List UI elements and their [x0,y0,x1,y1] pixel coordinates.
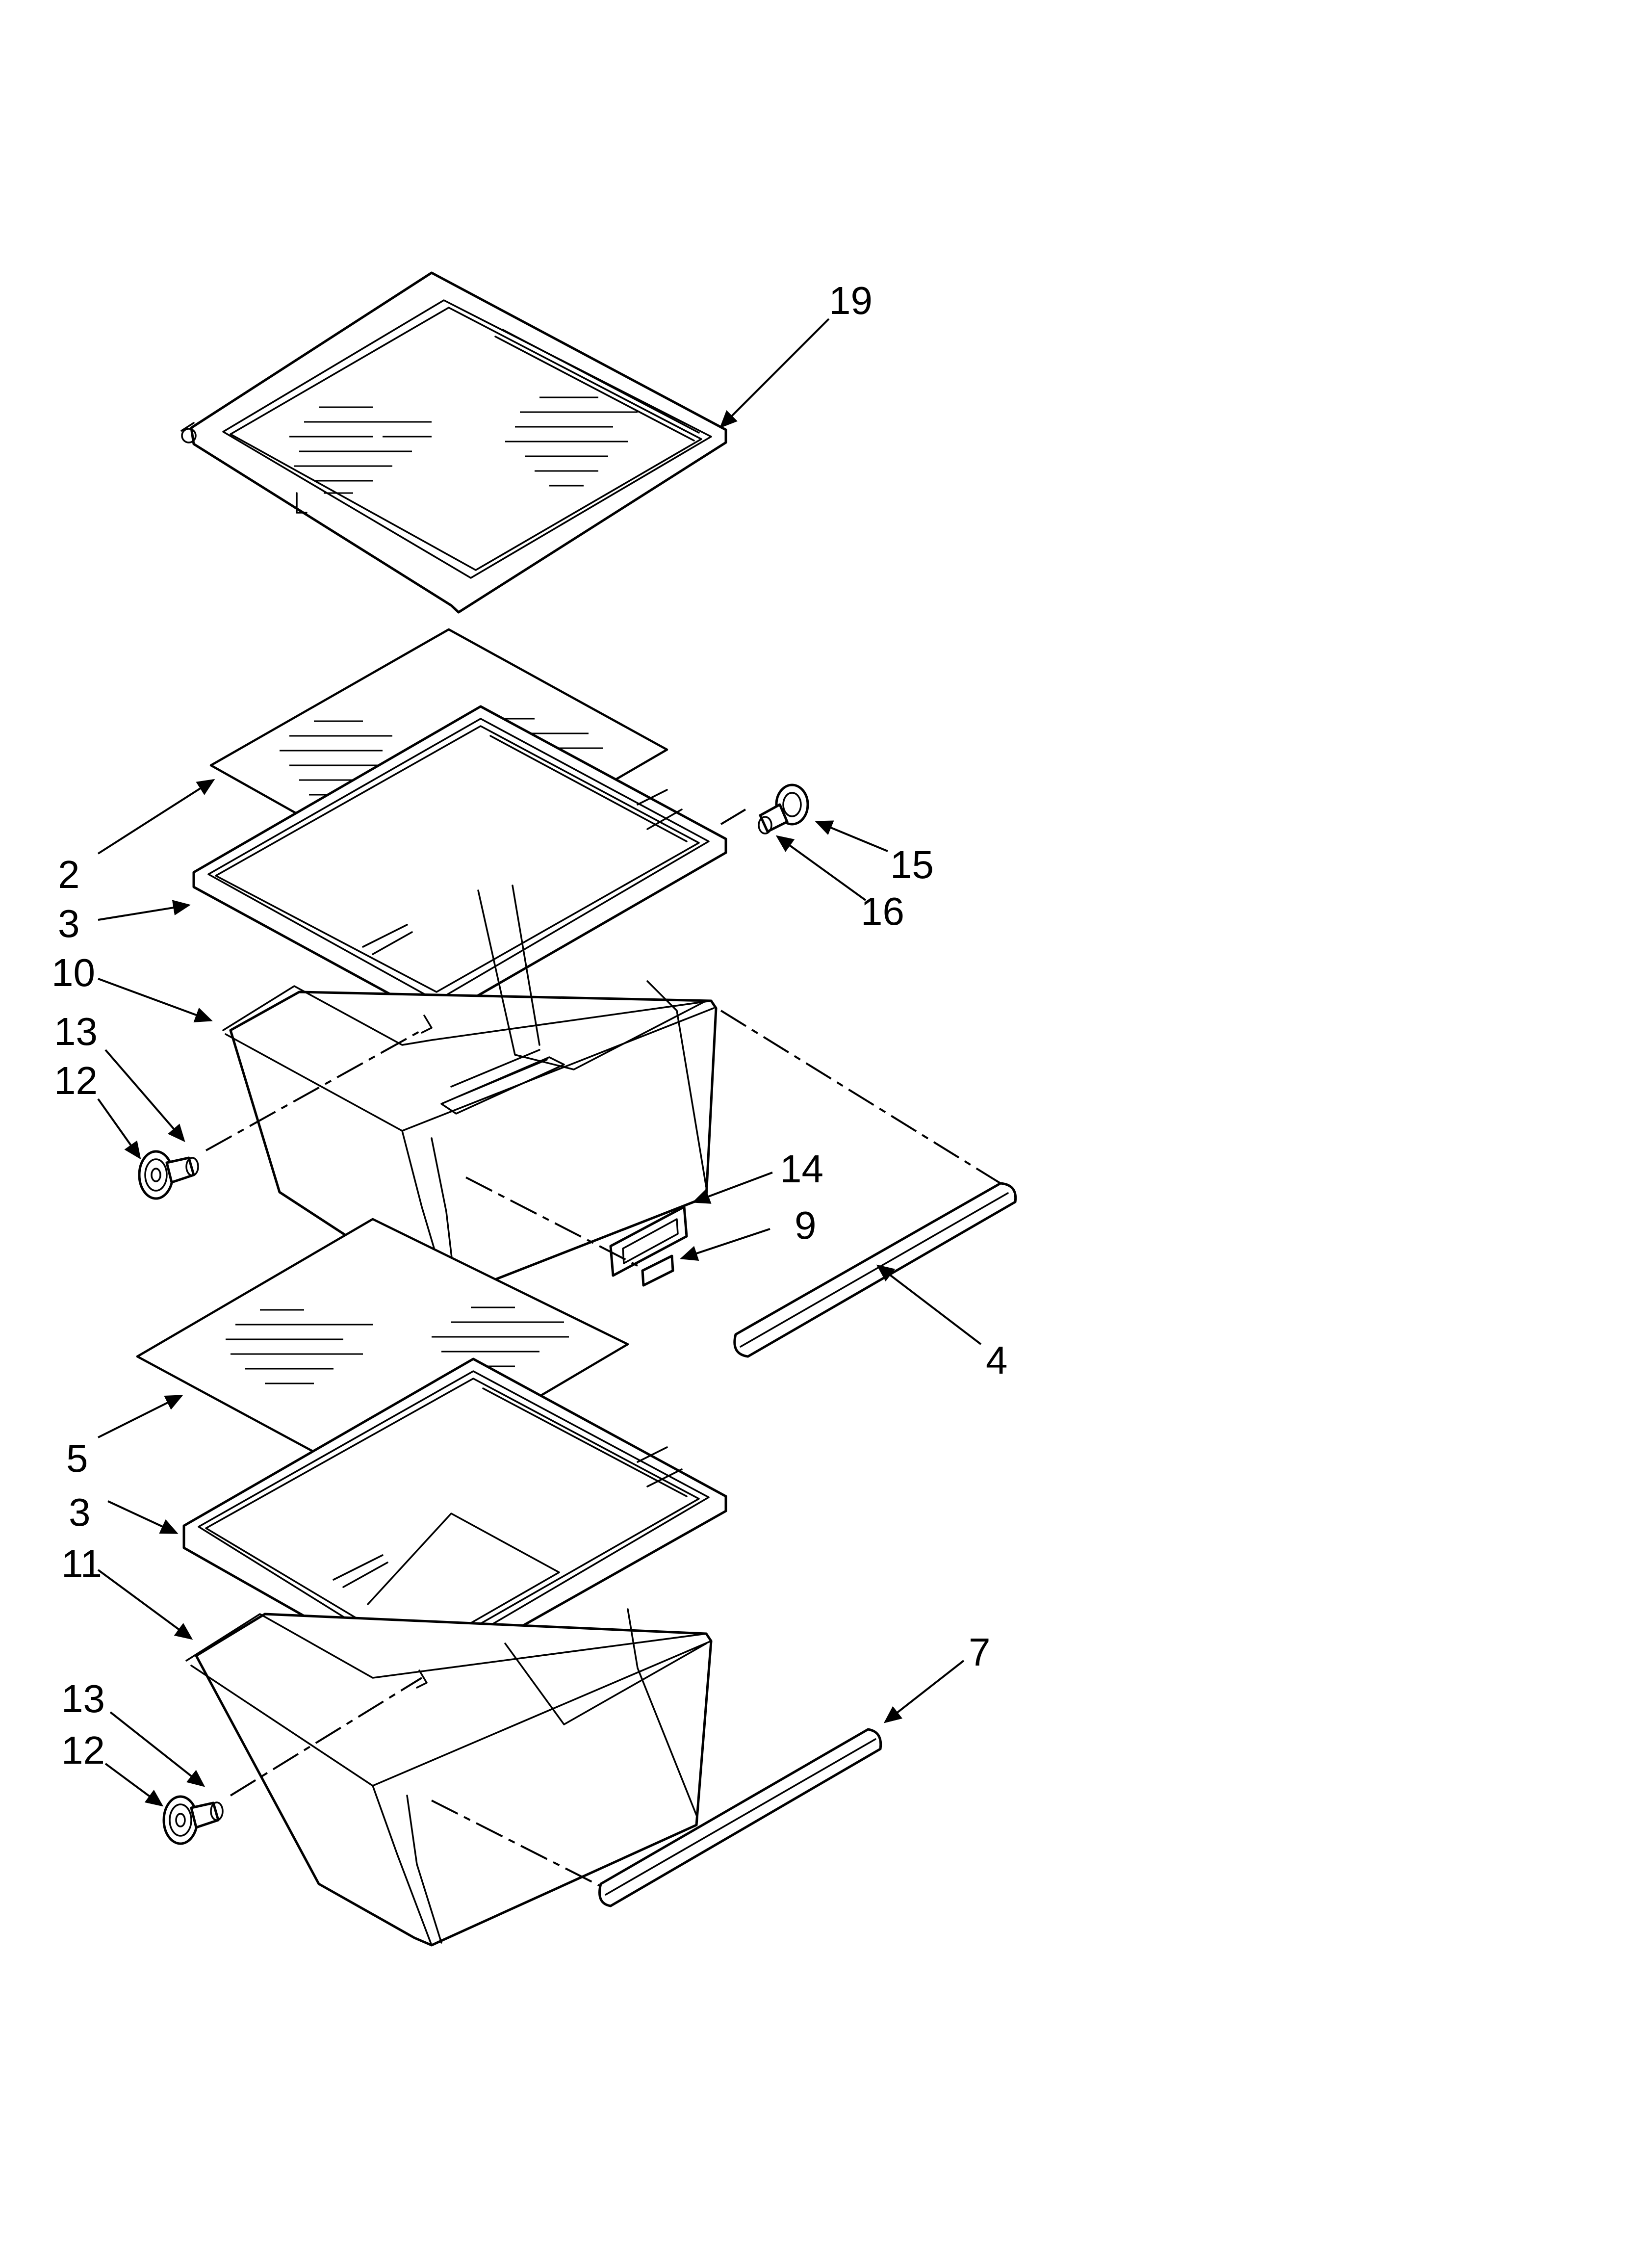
callout-14: 14 [780,1147,823,1191]
glass-texture-marks-5a [226,1309,373,1384]
callout-13-lower: 13 [61,1677,105,1721]
leader-lines [97,318,982,1807]
callout-12-lower: 12 [61,1728,105,1772]
side-roller-axle [758,803,789,834]
callout-15: 15 [890,843,934,886]
upper-drawer-slide-rail [733,1182,1017,1358]
callout-7: 7 [969,1630,991,1674]
lower-cover-frame [182,1357,727,1684]
lower-drawer-slide-rail [598,1728,882,1907]
crisper-cover-frame [180,271,727,614]
callout-2: 2 [58,853,80,896]
callout-10: 10 [51,951,95,994]
glass-texture-marks-19a [289,406,432,494]
upper-roller-axle [165,1156,199,1184]
humidity-control-slide [641,1254,674,1287]
lower-crisper-drawer [185,1608,713,1947]
upper-roller-wheel [138,1150,174,1200]
callout-12-upper: 12 [54,1059,98,1102]
callout-9: 9 [795,1203,817,1247]
glass-texture-marks-19b [505,396,638,487]
lower-roller-axle [190,1801,224,1829]
callout-4: 4 [986,1338,1008,1382]
callout-13-upper: 13 [54,1010,98,1053]
callout-19: 19 [829,279,872,322]
callout-16: 16 [861,889,904,933]
lower-glass-shelf [136,1218,629,1490]
lower-roller-wheel [162,1795,199,1845]
alignment-lines [205,808,1001,1887]
glass-texture-marks-5b [432,1306,569,1381]
upper-cover-frame [192,705,727,1021]
callout-3-upper: 3 [58,902,80,945]
callout-5: 5 [66,1436,88,1480]
callout-labels: 19 2 3 10 13 12 15 16 14 9 4 5 3 11 13 1… [51,279,1008,1772]
callout-3-lower: 3 [69,1490,91,1534]
callout-11: 11 [61,1542,102,1586]
